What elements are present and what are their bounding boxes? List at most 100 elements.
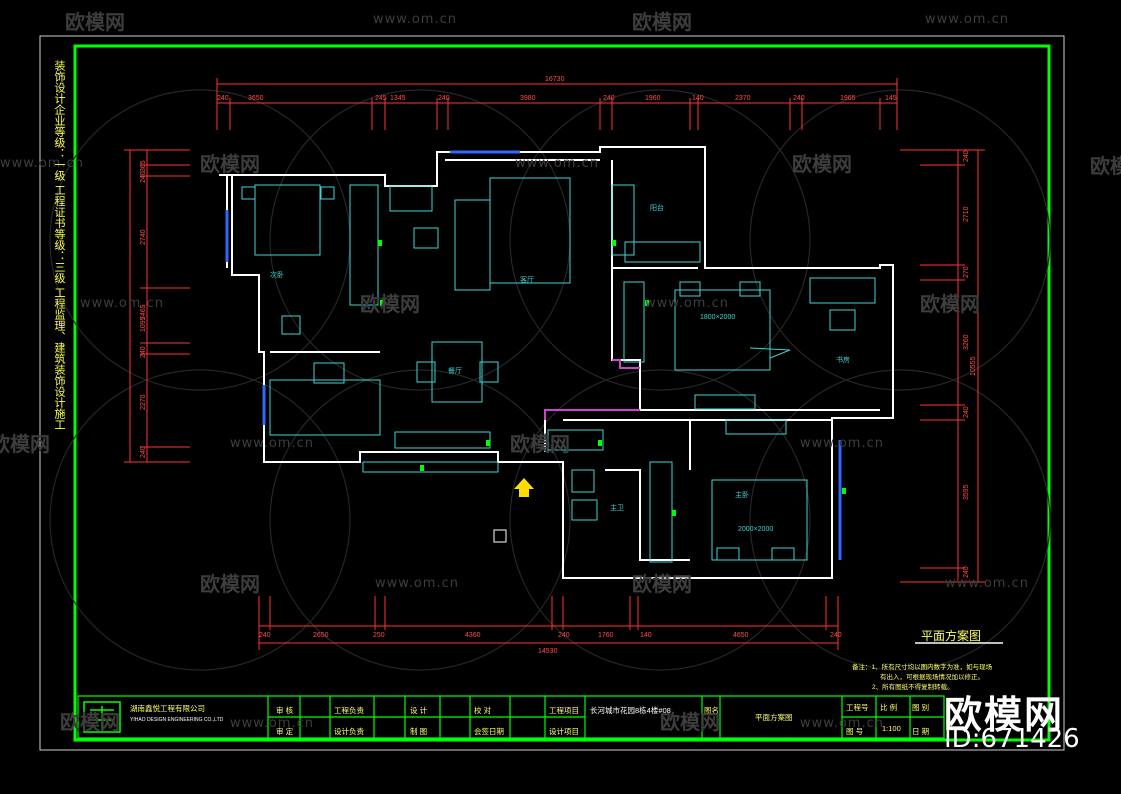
title-cell-1: 审 定 xyxy=(276,726,294,736)
dim-bottom-1: 2650 xyxy=(313,632,329,639)
room-bath: 主卫 xyxy=(610,503,624,512)
watermark-logo: 欧模网 xyxy=(920,292,980,316)
room-bedroom1: 次卧 xyxy=(270,270,284,279)
company-logo-icon xyxy=(83,701,121,733)
title-cell-0: 审 核 xyxy=(276,705,294,715)
title-cell-11: 图名 xyxy=(704,705,719,715)
note-line-2: 有出入，可根据现场情况加以修正。 xyxy=(880,672,984,681)
dim-left-2: 2740 xyxy=(140,229,147,245)
bed-size-1: 1800×2000 xyxy=(700,314,735,321)
dim-top-8: 140 xyxy=(692,95,704,102)
room-dining: 餐厅 xyxy=(448,366,462,375)
big-watermark-id: ID:671426 xyxy=(944,724,1080,754)
dim-top-4: 240 xyxy=(438,95,450,102)
title-cell-2: 工程负责 xyxy=(334,705,364,715)
watermark-logo: 欧模网 xyxy=(60,710,120,734)
dim-bottom-4: 240 xyxy=(558,632,570,639)
company-name: 湖南鑫悦工程有限公司 xyxy=(130,703,205,713)
side-vertical-text: 装饰设计企业等级：一级 工程证书等级：三级 工程监理、建筑装饰设计施工 xyxy=(53,60,66,430)
room-balcony: 阳台 xyxy=(650,203,664,212)
watermark-url: www.om.cn xyxy=(80,296,164,311)
dim-right-7: 240 xyxy=(963,566,970,578)
dim-bottom-8: 240 xyxy=(830,632,842,639)
outer-frame xyxy=(39,35,1065,751)
watermark-url: www.om.cn xyxy=(230,716,314,731)
watermark-url: www.om.cn xyxy=(373,12,457,27)
room-study: 书房 xyxy=(836,355,850,364)
dim-right-0: 240 xyxy=(963,150,970,162)
title-cell-12: 平面方案图 xyxy=(755,712,793,722)
watermark-url: www.om.cn xyxy=(0,156,84,171)
title-cell-13: 工程号 xyxy=(846,703,869,712)
watermark-logo: 欧模网 xyxy=(65,10,125,34)
dim-top-7: 1960 xyxy=(645,95,661,102)
watermark-url: www.om.cn xyxy=(375,576,459,591)
watermark-logo: 欧模网 xyxy=(660,710,720,734)
title-cell-15: 比 例 xyxy=(880,702,897,712)
dim-top-12: 145 xyxy=(885,95,897,102)
dim-top-9: 2370 xyxy=(735,95,751,102)
dim-top-6: 240 xyxy=(603,95,615,102)
dim-right-2: 270 xyxy=(963,266,970,278)
drawing-border xyxy=(73,44,1051,742)
title-cell-18: 日 期 xyxy=(912,727,929,736)
note-line-1: 备注：1、所有尺寸均以图内数字为准，如与现场 xyxy=(852,662,993,671)
dim-top-0: 240 xyxy=(217,95,229,102)
dim-top-10: 240 xyxy=(793,95,805,102)
dim-left-1: 240 xyxy=(140,171,147,183)
dim-left-4: 1095 xyxy=(140,316,147,332)
watermark-url: www.om.cn xyxy=(645,296,729,311)
dim-right-1: 2710 xyxy=(963,206,970,222)
watermark-logo: 欧模网 xyxy=(0,432,50,456)
dim-bottom-total: 14530 xyxy=(538,648,558,655)
title-cell-9: 设计项目 xyxy=(549,726,579,736)
room-master: 主卧 xyxy=(735,490,749,499)
dim-right-3: 3260 xyxy=(963,334,970,350)
title-cell-16: 1:100 xyxy=(882,724,901,733)
dim-top-total: 16730 xyxy=(545,76,565,83)
watermark-url: www.om.cn xyxy=(945,576,1029,591)
watermark-url: www.om.cn xyxy=(800,436,884,451)
watermark-logo: 欧模网 xyxy=(632,10,692,34)
dim-bottom-0: 240 xyxy=(259,632,271,639)
company-name-en: YIHAO DESIGN ENGINEERING CO.,LTD xyxy=(130,717,224,723)
furniture xyxy=(241,177,876,563)
dim-bottom-3: 4360 xyxy=(465,632,481,639)
title-cell-3: 设计负责 xyxy=(334,726,364,736)
dim-right-5: 240 xyxy=(963,406,970,418)
entry-arrow-icon xyxy=(514,478,534,497)
dim-top-11: 1965 xyxy=(840,95,856,102)
dim-top-5: 3980 xyxy=(520,95,536,102)
dim-bottom-6: 140 xyxy=(640,632,652,639)
dim-top-2: 245 xyxy=(375,95,387,102)
title-block xyxy=(77,695,945,739)
column-marker xyxy=(493,529,507,543)
title-cell-10: 长河城市花园8栋4楼#08 xyxy=(590,705,671,715)
dim-left-0: 365 xyxy=(140,160,147,172)
bed-size-2: 2000×2000 xyxy=(738,526,773,533)
title-cell-4: 设 计 xyxy=(410,705,428,715)
title-cell-8: 工程项目 xyxy=(549,706,579,715)
watermark-url: www.om.cn xyxy=(800,716,884,731)
watermark-logo: 欧模网 xyxy=(510,432,570,456)
dim-top-1: 3650 xyxy=(248,95,264,102)
title-cell-5: 制 图 xyxy=(410,726,427,736)
big-watermark-logo: 欧模网 xyxy=(944,693,1065,737)
watermark-logo: 欧模网 xyxy=(360,292,420,316)
note-line-3: 2、所有图纸不得复制转载。 xyxy=(872,682,954,691)
watermark-logo: 欧模网 xyxy=(1090,154,1121,178)
title-cell-6: 校 对 xyxy=(474,705,492,715)
dim-top-3: 1345 xyxy=(390,95,406,102)
room-living: 客厅 xyxy=(520,275,534,284)
watermark-logo: 欧模网 xyxy=(200,572,260,596)
dim-right-4: 10555 xyxy=(970,356,977,376)
watermark-url: www.om.cn xyxy=(515,156,599,171)
dim-bottom-2: 250 xyxy=(373,632,385,639)
watermark-url: www.om.cn xyxy=(230,436,314,451)
dim-bottom-5: 1760 xyxy=(598,632,614,639)
watermark-logo: 欧模网 xyxy=(200,152,260,176)
watermark-logo: 欧模网 xyxy=(632,572,692,596)
title-cell-17: 图 别 xyxy=(912,703,929,712)
